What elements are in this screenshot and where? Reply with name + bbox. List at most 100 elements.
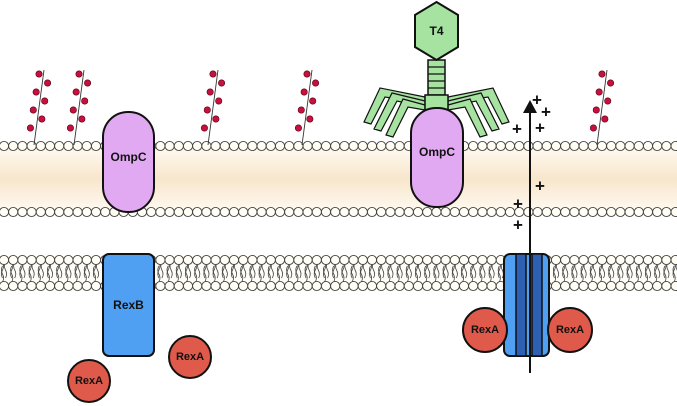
- lps-core: [207, 69, 219, 146]
- lipid-head: [63, 280, 74, 292]
- lps-bead: [306, 115, 314, 123]
- lipid-tail: [617, 265, 621, 283]
- rexb-label: RexB: [113, 298, 144, 312]
- lipid-head: [8, 140, 19, 152]
- lipid-head: [256, 140, 267, 152]
- lipid-head: [81, 254, 92, 266]
- lipid-head: [394, 140, 405, 152]
- lipid-tail: [405, 265, 409, 283]
- lipid-head: [192, 206, 203, 218]
- ion-charges: + + + + + + +: [512, 90, 551, 234]
- lipid-head: [633, 206, 644, 218]
- lipid-head: [201, 280, 212, 292]
- lipid-head: [164, 254, 175, 266]
- lipid-head: [35, 206, 46, 218]
- lipid-head: [449, 280, 460, 292]
- lipid-head: [8, 254, 19, 266]
- ompc-left-body: [102, 111, 155, 213]
- t4-tail-rings: [428, 66, 445, 89]
- lipid-head: [182, 206, 194, 218]
- lps-bead: [309, 97, 317, 105]
- lipid-tail: [194, 265, 198, 283]
- lipid-head: [633, 254, 644, 266]
- lipid-head: [560, 254, 571, 266]
- lipid-head: [100, 206, 111, 218]
- lipid-tail: [175, 265, 179, 283]
- lipid-head: [376, 140, 387, 152]
- lipid-head: [366, 280, 378, 292]
- lipid-head: [403, 254, 414, 266]
- lipid-head: [606, 140, 617, 152]
- lipid-head: [587, 280, 598, 292]
- outer-membrane: [0, 140, 677, 218]
- lipid-head: [412, 254, 424, 266]
- lipid-tail: [185, 265, 188, 283]
- lps-bead: [607, 79, 615, 87]
- lps-bead: [312, 79, 320, 87]
- lipid-head: [219, 140, 230, 152]
- lipid-head: [81, 140, 92, 152]
- lipid-head: [642, 280, 654, 292]
- lipid-head: [90, 140, 102, 152]
- lipid-head: [458, 206, 470, 218]
- lipid-head: [293, 206, 304, 218]
- lipid-head: [348, 280, 359, 292]
- arrow-up-icon: [523, 100, 537, 373]
- lipid-tail: [83, 265, 87, 283]
- lipid-head: [624, 280, 635, 292]
- lipid-head: [256, 206, 267, 218]
- lipid-head: [192, 140, 203, 152]
- lipid-head: [587, 140, 598, 152]
- lipid-head: [330, 206, 341, 218]
- lipid-tail: [231, 265, 234, 283]
- lipid-head: [366, 254, 378, 266]
- lipid-tail: [378, 265, 382, 283]
- lipid-head: [652, 140, 663, 152]
- lipid-head: [54, 140, 65, 152]
- lipid-head: [44, 206, 56, 218]
- lps-bead: [44, 79, 52, 87]
- ion-flow-head: [523, 100, 537, 113]
- lipid-head: [468, 280, 479, 292]
- lipid-head: [532, 206, 543, 218]
- lps-bead: [69, 106, 77, 114]
- lipid-head: [54, 254, 65, 266]
- lps-bead: [81, 97, 89, 105]
- lipid-head: [0, 280, 10, 292]
- ompc-left-label: OmpC: [111, 150, 147, 164]
- lipid-tail: [28, 265, 32, 283]
- lipid-head: [173, 280, 184, 292]
- lipid-head: [238, 206, 249, 218]
- lipid-head: [182, 140, 194, 152]
- lipid-head: [615, 140, 626, 152]
- lipid-head: [35, 280, 46, 292]
- lps-bead: [212, 115, 220, 123]
- lps-bead: [297, 106, 305, 114]
- lipid-head: [615, 254, 626, 266]
- lipid-head: [44, 254, 56, 266]
- t4-label: T4: [429, 24, 443, 38]
- lipid-head: [54, 280, 65, 292]
- lipid-head: [302, 206, 313, 218]
- lps-layer: [26, 69, 615, 146]
- lipid-tail: [479, 265, 483, 283]
- lipid-head: [17, 206, 28, 218]
- lipid-head: [63, 206, 74, 218]
- lipid-head: [385, 280, 396, 292]
- lipid-head: [320, 206, 332, 218]
- lipid-head: [477, 254, 488, 266]
- lipid-head: [624, 254, 635, 266]
- outer-membrane-core: [0, 146, 677, 212]
- lipid-tail: [313, 265, 317, 283]
- lipid-head: [403, 280, 414, 292]
- lipid-head: [486, 206, 497, 218]
- lipid-head: [357, 140, 368, 152]
- lipid-tail: [663, 265, 667, 283]
- lipid-tail: [203, 265, 207, 283]
- lipid-head: [339, 206, 350, 218]
- lipid-tail: [295, 265, 299, 283]
- ompc-right-body: [410, 107, 464, 208]
- lipid-head: [578, 280, 589, 292]
- lps-core: [33, 69, 45, 146]
- ion-plus: +: [513, 194, 523, 213]
